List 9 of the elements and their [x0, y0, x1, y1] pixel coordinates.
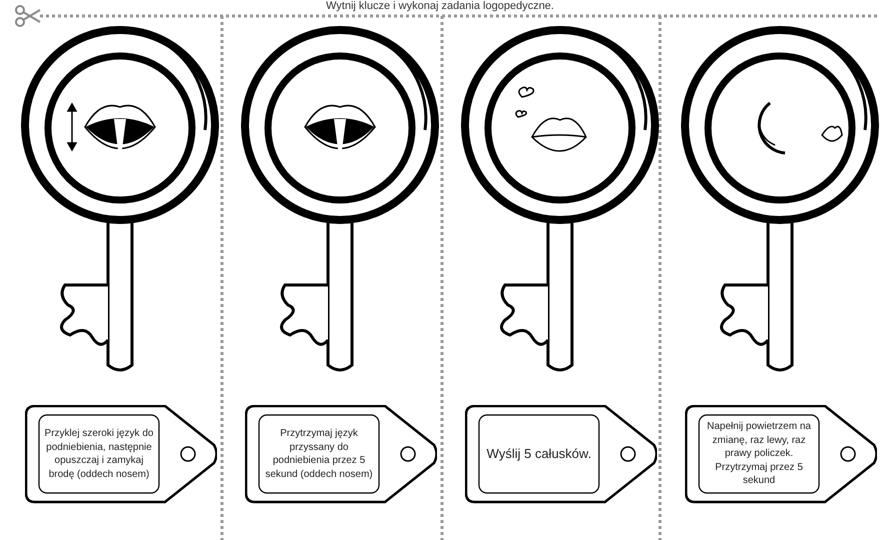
key-tag [245, 405, 435, 503]
instruction-text: Wyślij 5 całusków. [486, 445, 592, 464]
instruction-text: Napełnij powietrzem na zmianę, raz lewy, raz prawy policzek. Przytrzymaj przez 5 sekund [706, 420, 812, 488]
key-tag [685, 405, 875, 503]
key-tag [465, 405, 655, 503]
title: Wytnij klucze i wykonaj zadania logopedyczne. [325, 0, 555, 12]
key-tag [25, 405, 215, 503]
instruction-text: Przyklej szeroki język do podniebienia, następnie opuszczaj i zamykaj brodę (oddech nosem) [44, 427, 154, 482]
instruction-text: Przytrzymaj język przyssany do podniebienia przez 5 sekund (oddech nosem) [264, 427, 374, 482]
